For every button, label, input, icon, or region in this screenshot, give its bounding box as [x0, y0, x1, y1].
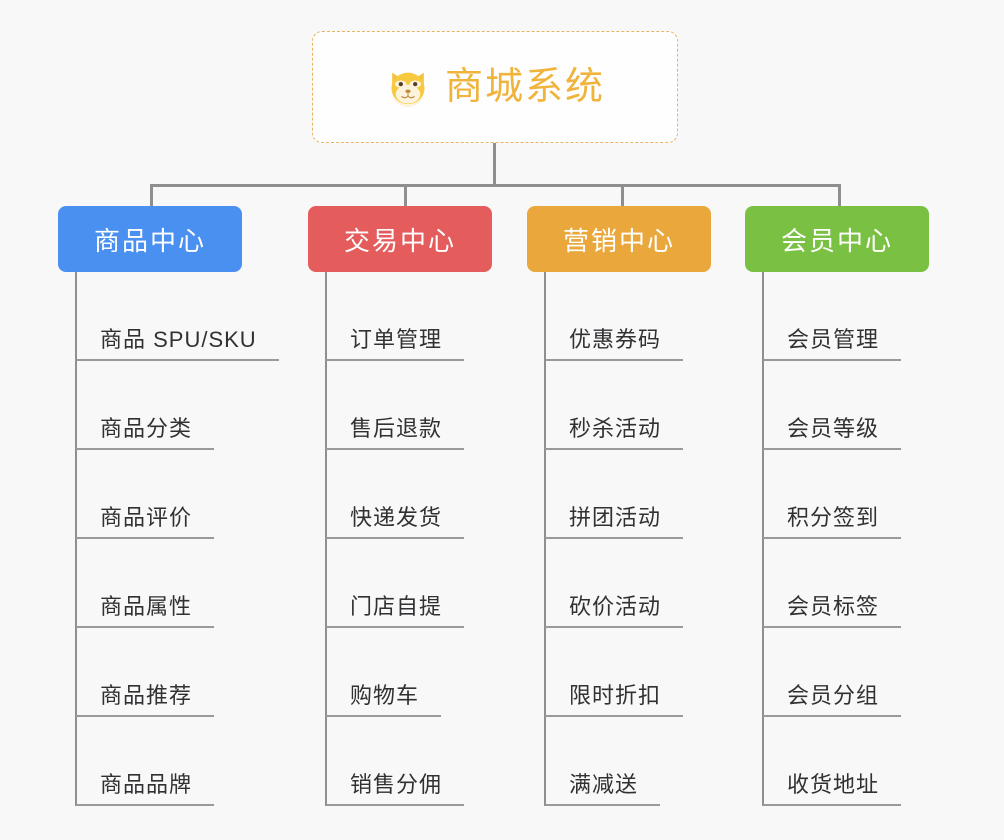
leaf-item[interactable]: 会员标签 [763, 539, 929, 628]
category-header-product-center[interactable]: 商品中心 [58, 206, 242, 272]
leaf-item-label: 购物车 [326, 683, 442, 717]
leaf-item-label: 限时折扣 [545, 683, 684, 717]
leaf-item[interactable]: 会员分组 [763, 628, 929, 717]
leaf-item[interactable]: 商品分类 [76, 361, 242, 450]
leaf-item[interactable]: 商品评价 [76, 450, 242, 539]
connector-drop-4 [838, 184, 841, 208]
leaf-item[interactable]: 商品推荐 [76, 628, 242, 717]
leaf-item-label: 拼团活动 [545, 505, 684, 539]
connector-drop-1 [150, 184, 153, 208]
leaf-item-label: 快递发货 [326, 505, 465, 539]
leaf-item-label: 秒杀活动 [545, 416, 684, 450]
leaf-item[interactable]: 积分签到 [763, 450, 929, 539]
category-header-member-center[interactable]: 会员中心 [745, 206, 929, 272]
leaf-list-trade-center: 订单管理售后退款快递发货门店自提购物车销售分佣 [308, 272, 492, 806]
leaf-item-label: 优惠券码 [545, 327, 684, 361]
leaf-item-label: 会员标签 [763, 594, 902, 628]
column-member-center: 会员中心会员管理会员等级积分签到会员标签会员分组收货地址 [745, 206, 929, 806]
category-header-trade-center[interactable]: 交易中心 [308, 206, 492, 272]
leaf-item[interactable]: 商品属性 [76, 539, 242, 628]
column-marketing-center: 营销中心优惠券码秒杀活动拼团活动砍价活动限时折扣满减送 [527, 206, 711, 806]
leaf-list-marketing-center: 优惠券码秒杀活动拼团活动砍价活动限时折扣满减送 [527, 272, 711, 806]
leaf-item[interactable]: 会员等级 [763, 361, 929, 450]
leaf-item[interactable]: 商品 SPU/SKU [76, 272, 279, 361]
column-spine [544, 272, 546, 806]
leaf-item-label: 收货地址 [763, 772, 902, 806]
leaf-item-label: 商品属性 [76, 594, 215, 628]
leaf-item[interactable]: 快递发货 [326, 450, 492, 539]
leaf-item[interactable]: 销售分佣 [326, 717, 492, 806]
column-spine [762, 272, 764, 806]
column-product-center: 商品中心商品 SPU/SKU 商品分类商品评价商品属性商品推荐商品品牌 [58, 206, 279, 806]
leaf-item-label: 会员分组 [763, 683, 902, 717]
leaf-item-label: 满减送 [545, 772, 661, 806]
category-header-marketing-center[interactable]: 营销中心 [527, 206, 711, 272]
leaf-item-label: 售后退款 [326, 416, 465, 450]
column-trade-center: 交易中心订单管理售后退款快递发货门店自提购物车销售分佣 [308, 206, 492, 806]
leaf-item[interactable]: 秒杀活动 [545, 361, 711, 450]
root-node[interactable]: 商城系统 [312, 31, 678, 143]
leaf-item-label: 商品评价 [76, 505, 215, 539]
leaf-item[interactable]: 售后退款 [326, 361, 492, 450]
leaf-item-label: 商品推荐 [76, 683, 215, 717]
leaf-item-label: 积分签到 [763, 505, 902, 539]
leaf-item-label: 销售分佣 [326, 772, 465, 806]
leaf-item[interactable]: 购物车 [326, 628, 492, 717]
connector-drop-3 [621, 184, 624, 208]
leaf-item-label: 商品品牌 [76, 772, 215, 806]
leaf-item-label: 砍价活动 [545, 594, 684, 628]
root-title: 商城系统 [444, 66, 605, 108]
leaf-item[interactable]: 砍价活动 [545, 539, 711, 628]
leaf-list-product-center: 商品 SPU/SKU 商品分类商品评价商品属性商品推荐商品品牌 [58, 272, 279, 806]
leaf-item-label: 会员管理 [763, 327, 902, 361]
leaf-item[interactable]: 商品品牌 [76, 717, 242, 806]
leaf-item[interactable]: 拼团活动 [545, 450, 711, 539]
leaf-item[interactable]: 订单管理 [326, 272, 492, 361]
leaf-item-label: 订单管理 [326, 327, 465, 361]
column-spine [325, 272, 327, 806]
leaf-item[interactable]: 限时折扣 [545, 628, 711, 717]
leaf-item[interactable]: 优惠券码 [545, 272, 711, 361]
connector-drop-2 [404, 184, 407, 208]
leaf-item[interactable]: 门店自提 [326, 539, 492, 628]
dog-face-icon [385, 64, 431, 110]
leaf-item-label: 商品分类 [76, 416, 215, 450]
leaf-item[interactable]: 会员管理 [763, 272, 929, 361]
connector-root-stem [493, 143, 496, 186]
connector-horizontal-bus [150, 184, 839, 187]
leaf-item-label: 会员等级 [763, 416, 902, 450]
leaf-item[interactable]: 满减送 [545, 717, 711, 806]
leaf-list-member-center: 会员管理会员等级积分签到会员标签会员分组收货地址 [745, 272, 929, 806]
leaf-item-label: 门店自提 [326, 594, 465, 628]
column-spine [75, 272, 77, 806]
leaf-item[interactable]: 收货地址 [763, 717, 929, 806]
leaf-item-label: 商品 SPU/SKU [76, 327, 279, 361]
